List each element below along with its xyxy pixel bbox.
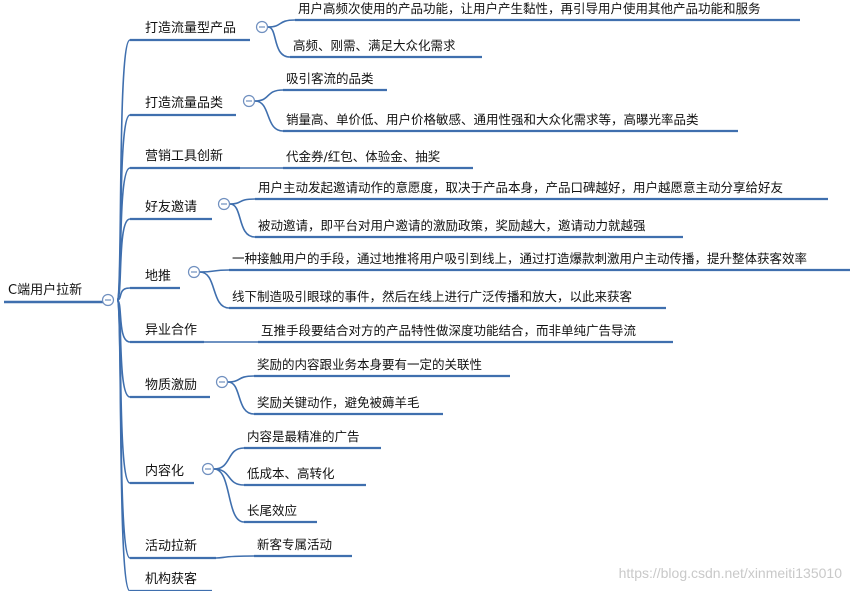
leaf-label: 内容是最精准的广告: [247, 429, 360, 444]
leaf-label: 奖励关键动作，避免被薅羊毛: [257, 395, 420, 410]
leaf-connector: [215, 555, 255, 559]
leaf-connector: [254, 100, 284, 132]
leaf-label: 长尾效应: [247, 503, 298, 518]
leaf-label: 用户主动发起邀请动作的意愿度，取决于产品本身，产品口碑越好，用户越愿意主动分享给…: [258, 180, 784, 195]
branch-connector: [116, 218, 131, 301]
branch-collapse-toggle[interactable]: [217, 197, 231, 211]
leaf-connector: [227, 381, 255, 415]
branch-label: 打造流量品类: [145, 96, 224, 111]
branch-label: 营销工具创新: [145, 149, 224, 164]
branch-label: 打造流量型产品: [145, 21, 237, 36]
leaf-label: 用户高频次使用的产品功能，让用户产生黏性，再引导用户使用其他产品功能和服务: [298, 1, 761, 16]
leaf-label: 互推手段要结合对方的产品特性做深度功能结合，而非单纯广告导流: [261, 323, 637, 338]
branch-connector: [116, 114, 131, 301]
branch-collapse-toggle[interactable]: [255, 20, 269, 34]
leaf-connector: [199, 269, 230, 273]
leaf-connector: [229, 198, 256, 205]
root-collapse-toggle[interactable]: [101, 293, 115, 307]
branch-label: 异业合作: [145, 323, 198, 338]
leaf-label: 被动邀请，即平台对用户邀请的激励政策，奖励越大，邀请动力就越强: [258, 218, 646, 233]
branch-collapse-toggle[interactable]: [187, 265, 201, 279]
branch-connector: [116, 299, 131, 591]
branch-label: 活动拉新: [145, 539, 198, 554]
leaf-connector: [267, 26, 291, 58]
leaf-label: 线下制造吸引眼球的事件，然后在线上进行广泛传播和放大，以此来获客: [232, 289, 633, 304]
leaf-label: 代金券/红包、体验金、抽奖: [286, 149, 441, 164]
leaf-connector: [213, 447, 245, 470]
branch-label: 物质激励: [145, 378, 198, 393]
branch-collapse-toggle[interactable]: [215, 375, 229, 389]
leaf-connector: [267, 19, 296, 28]
root-node-label: C端用户拉新: [8, 283, 83, 298]
leaf-connector: [213, 468, 245, 486]
leaf-connector: [229, 203, 256, 238]
leaf-label: 销量高、单价低、用户价格敏感、通用性强和大众化需求等，高曝光率品类: [286, 112, 699, 127]
leaf-label: 高频、刚需、满足大众化需求: [293, 38, 456, 53]
watermark: https://blog.csdn.net/xinmeiti135010: [618, 565, 842, 581]
leaf-connector: [199, 271, 230, 309]
leaf-connector: [254, 89, 284, 102]
leaf-label: 新客专属活动: [257, 537, 333, 552]
branch-label: 内容化: [145, 464, 185, 479]
leaf-connector: [227, 375, 255, 383]
leaf-label: 一种接触用户的手段，通过地推将用户吸引到线上，通过打造爆款刺激用户主动传播，提升…: [232, 251, 808, 266]
leaf-label: 奖励的内容跟业务本身要有一定的关联性: [257, 357, 483, 372]
leaf-connector: [213, 468, 245, 523]
branch-collapse-toggle[interactable]: [242, 94, 256, 108]
leaf-label: 低成本、高转化: [247, 466, 335, 481]
branch-label: 机构获客: [145, 572, 198, 587]
branch-collapse-toggle[interactable]: [201, 462, 215, 476]
leaf-label: 吸引客流的品类: [286, 71, 374, 86]
branch-label: 好友邀请: [145, 200, 198, 215]
branch-label: 地推: [145, 269, 172, 284]
